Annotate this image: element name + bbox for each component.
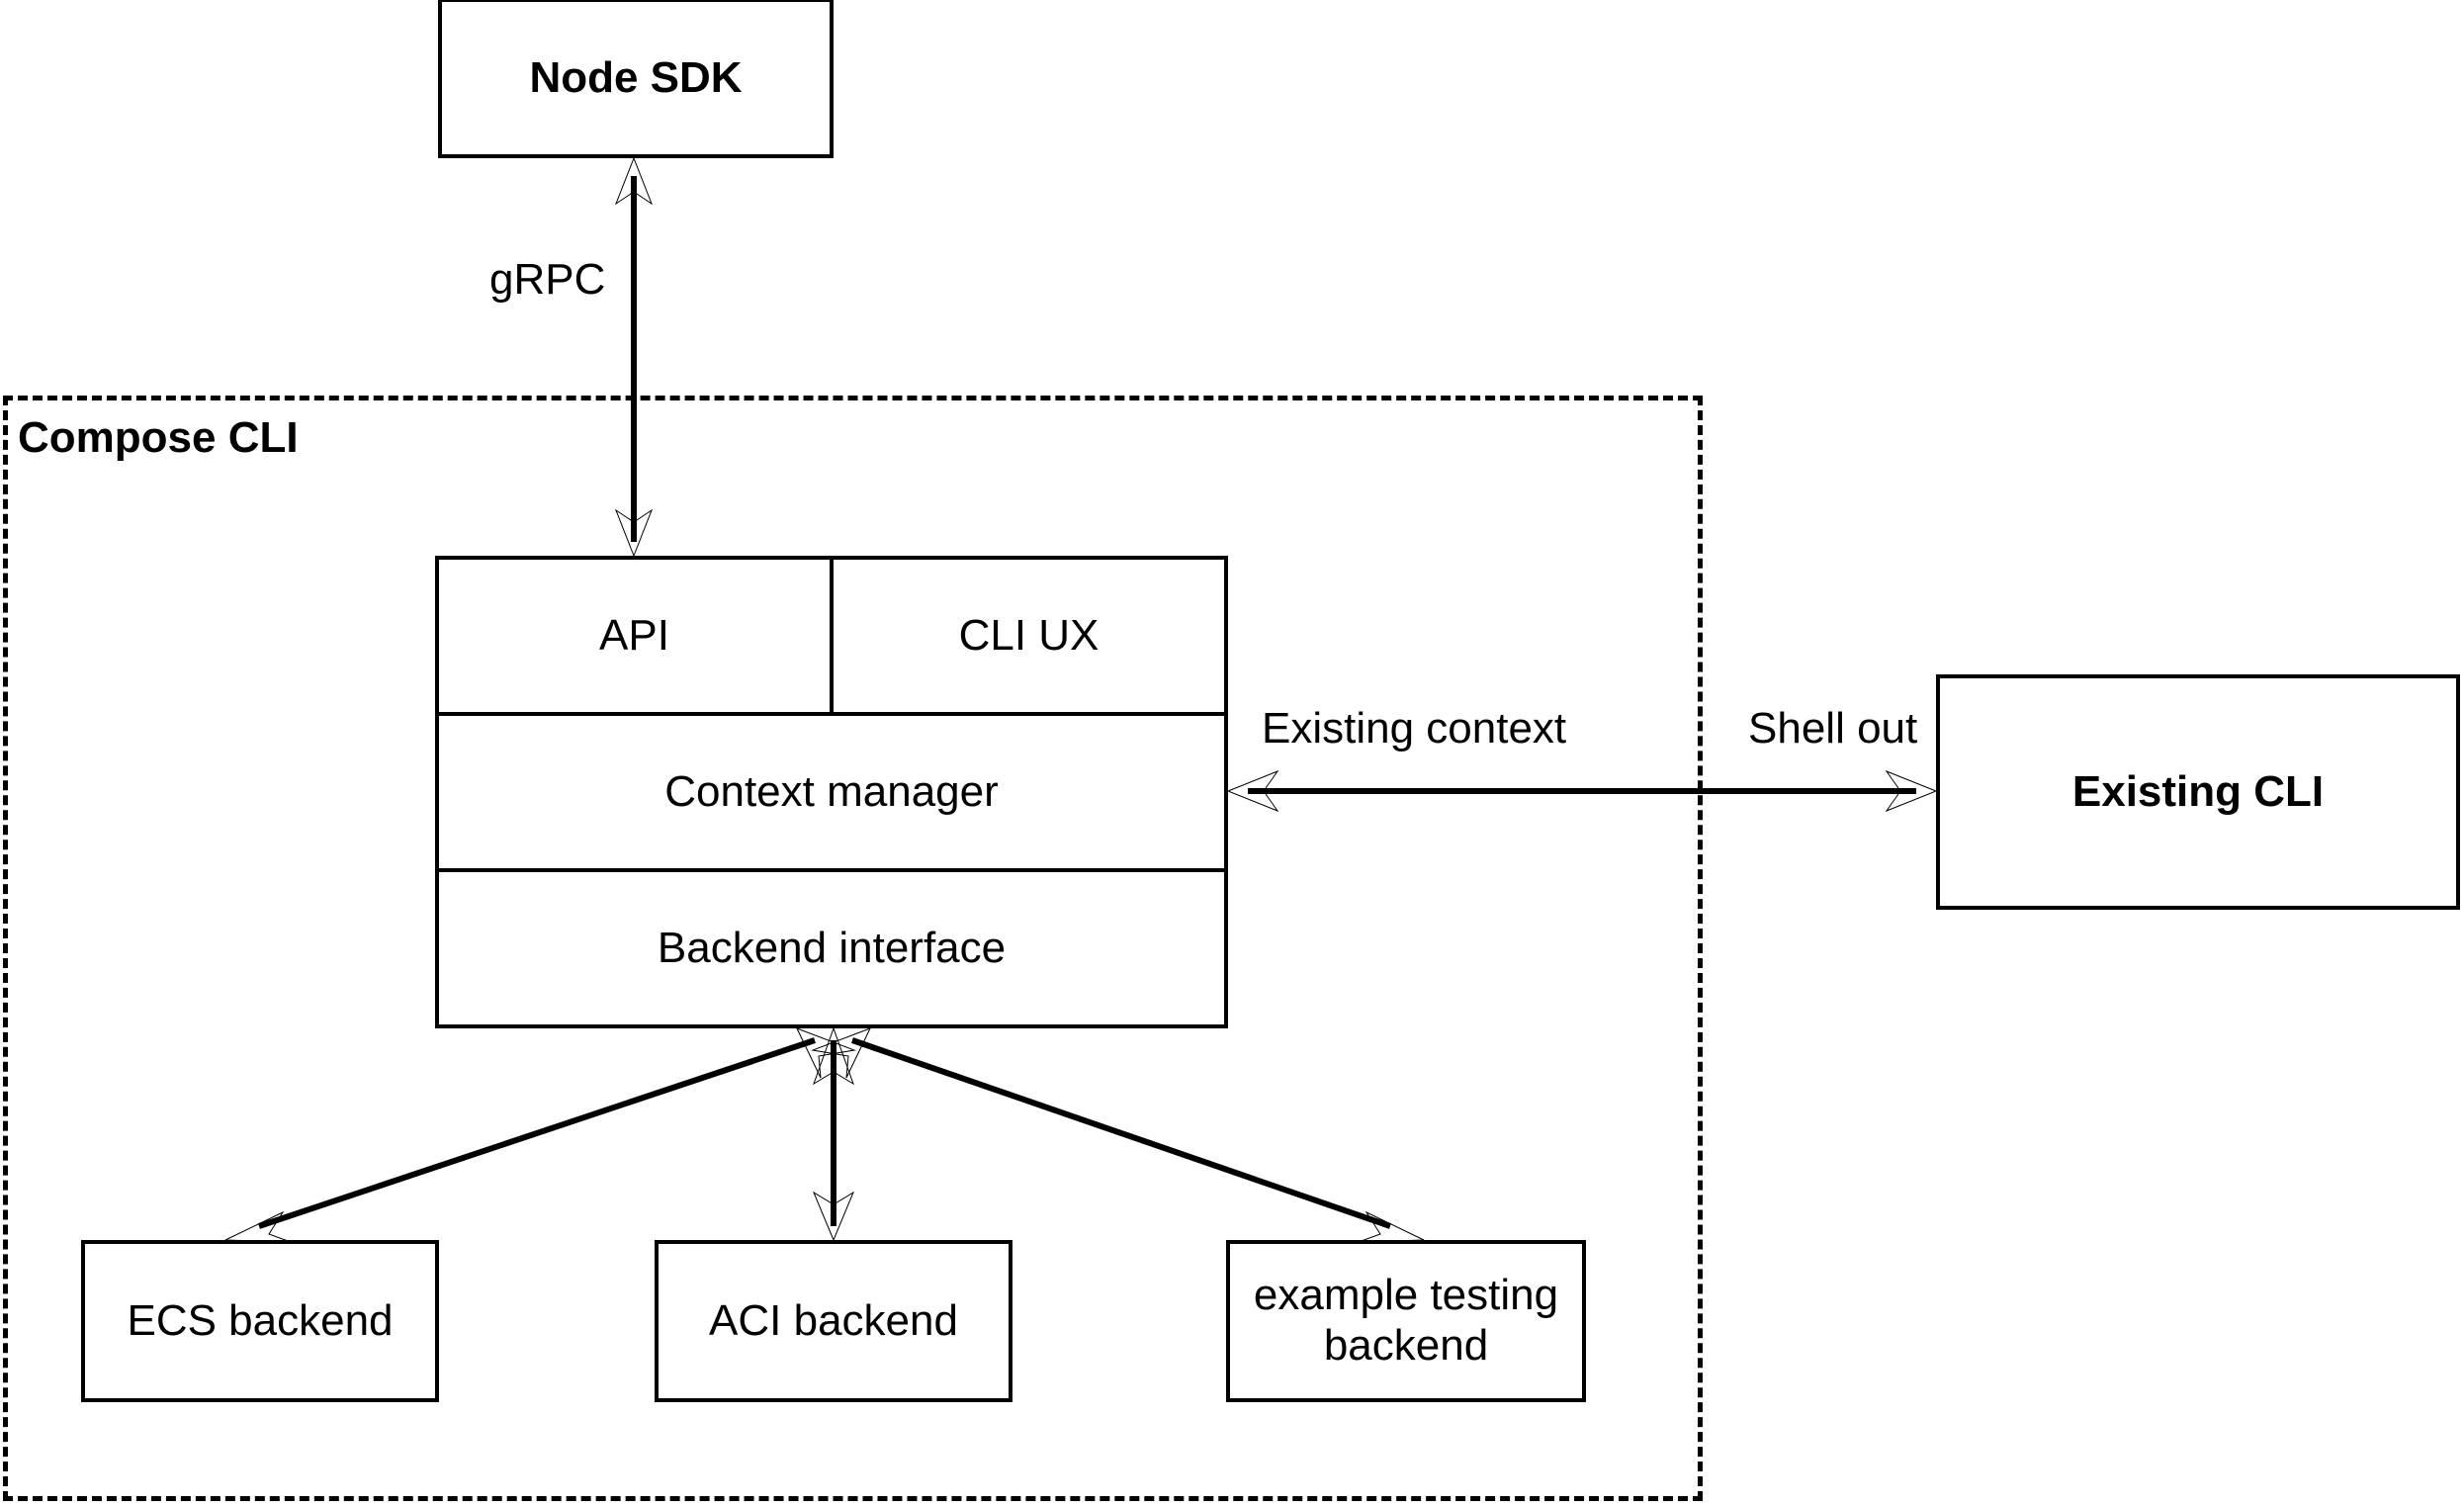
node-api[interactable]: API	[439, 560, 834, 712]
node-ecs-backend[interactable]: ECS backend	[81, 1240, 439, 1402]
stack-row-api-cliux: API CLI UX	[439, 560, 1224, 716]
group-compose-cli	[3, 396, 1703, 1501]
group-compose-cli-label: Compose CLI	[18, 413, 299, 462]
stack-row-context-manager: Context manager	[439, 716, 1224, 872]
node-existing-cli[interactable]: Existing CLI	[1936, 674, 2460, 910]
node-cli-ux[interactable]: CLI UX	[834, 560, 1224, 712]
node-example-testing-backend-line1: example testing	[1253, 1271, 1559, 1320]
node-node-sdk[interactable]: Node SDK	[438, 0, 834, 158]
node-example-testing-backend-line2: backend	[1323, 1321, 1489, 1370]
node-compose-cli-stack: API CLI UX Context manager Backend inter…	[435, 556, 1228, 1028]
edge-label-grpc: gRPC	[489, 255, 606, 304]
node-context-manager[interactable]: Context manager	[439, 716, 1224, 868]
stack-row-backend-interface: Backend interface	[439, 872, 1224, 1024]
node-backend-interface[interactable]: Backend interface	[439, 872, 1224, 1024]
node-aci-backend[interactable]: ACI backend	[655, 1240, 1012, 1402]
node-example-testing-backend[interactable]: example testing backend	[1226, 1240, 1586, 1402]
edge-label-shell-out: Shell out	[1748, 704, 1918, 753]
edge-label-existing-context: Existing context	[1262, 704, 1567, 753]
